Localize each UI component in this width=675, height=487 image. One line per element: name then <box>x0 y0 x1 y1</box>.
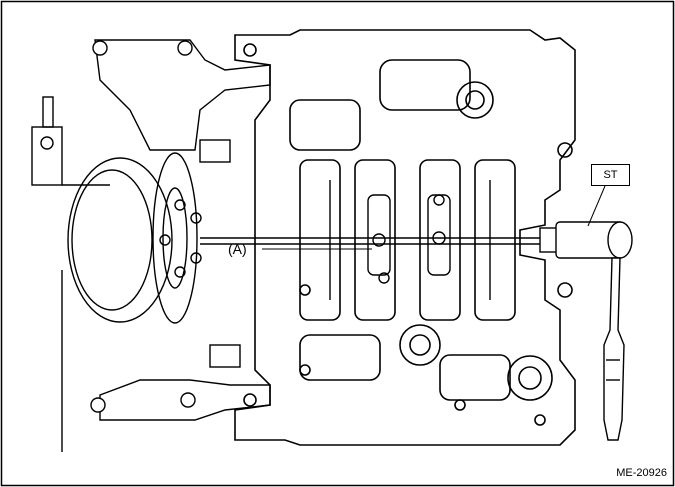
mounting-bracket <box>31 96 110 452</box>
callout-label-st: ST <box>591 164 630 186</box>
leader-line-st <box>587 185 606 227</box>
engine-block-illustration <box>234 29 576 446</box>
pulley-icon <box>67 152 202 324</box>
engine-stand-arms <box>90 39 271 421</box>
callout-label-a: (A) <box>228 241 247 257</box>
ratchet-wrench-icon <box>539 221 633 441</box>
figure-code: ME-20926 <box>616 467 667 479</box>
crankshaft-icon <box>200 180 555 300</box>
